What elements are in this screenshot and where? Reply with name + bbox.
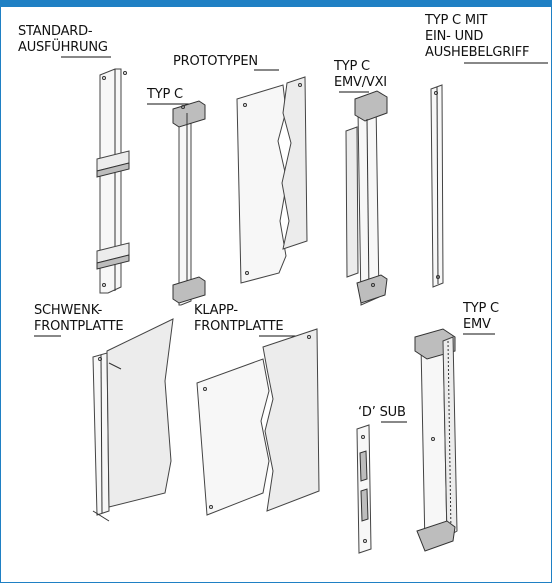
d-sub-panel-illustration — [356, 424, 372, 554]
label-typ-c-emv-vxi-line1: TYP C — [334, 59, 370, 74]
label-standard-line2: AUSFÜHRUNG — [18, 40, 108, 55]
label-d-sub: ‘D’ SUB — [358, 405, 406, 420]
label-typ-c: TYP C — [147, 87, 183, 102]
klapp-panel-illustration — [196, 328, 320, 516]
label-klapp: KLAPP- FRONTPLATTE — [194, 303, 284, 335]
standard-panel-illustration — [96, 68, 130, 294]
accent-bar — [1, 1, 551, 7]
prototypen-panel-illustration — [236, 76, 308, 284]
label-schwenk-line2: FRONTPLATTE — [34, 319, 124, 334]
typ-c-panel-illustration — [172, 100, 206, 306]
label-typ-c-mit-griff: TYP C MIT EIN- UND AUSHEBELGRIFF — [425, 13, 530, 61]
label-typ-c-emv-vxi: TYP C EMV/VXI — [334, 59, 387, 91]
label-typ-c-emv: TYP C EMV — [463, 301, 499, 333]
typ-c-emv-vxi-panel-illustration — [345, 90, 388, 306]
label-typ-c-mit-griff-line3: AUSHEBELGRIFF — [425, 45, 530, 60]
label-standard: STANDARD- AUSFÜHRUNG — [18, 24, 108, 56]
label-typ-c-emv-line1: TYP C — [463, 301, 499, 316]
label-prototypen: PROTOTYPEN — [173, 54, 258, 69]
label-standard-line1: STANDARD- — [18, 24, 93, 39]
label-schwenk-line1: SCHWENK- — [34, 303, 103, 318]
label-klapp-line1: KLAPP- — [194, 303, 238, 318]
typ-c-aushebel-panel-illustration — [430, 84, 444, 288]
schwenk-panel-illustration — [92, 318, 174, 522]
label-typ-c-emv-vxi-line2: EMV/VXI — [334, 75, 387, 90]
label-typ-c-mit-griff-line1: TYP C MIT — [425, 13, 488, 28]
label-typ-c-emv-line2: EMV — [463, 317, 491, 332]
label-klapp-line2: FRONTPLATTE — [194, 319, 284, 334]
label-schwenk: SCHWENK- FRONTPLATTE — [34, 303, 124, 335]
typ-c-emv-panel-illustration — [414, 328, 458, 552]
label-typ-c-mit-griff-line2: EIN- UND — [425, 29, 484, 44]
